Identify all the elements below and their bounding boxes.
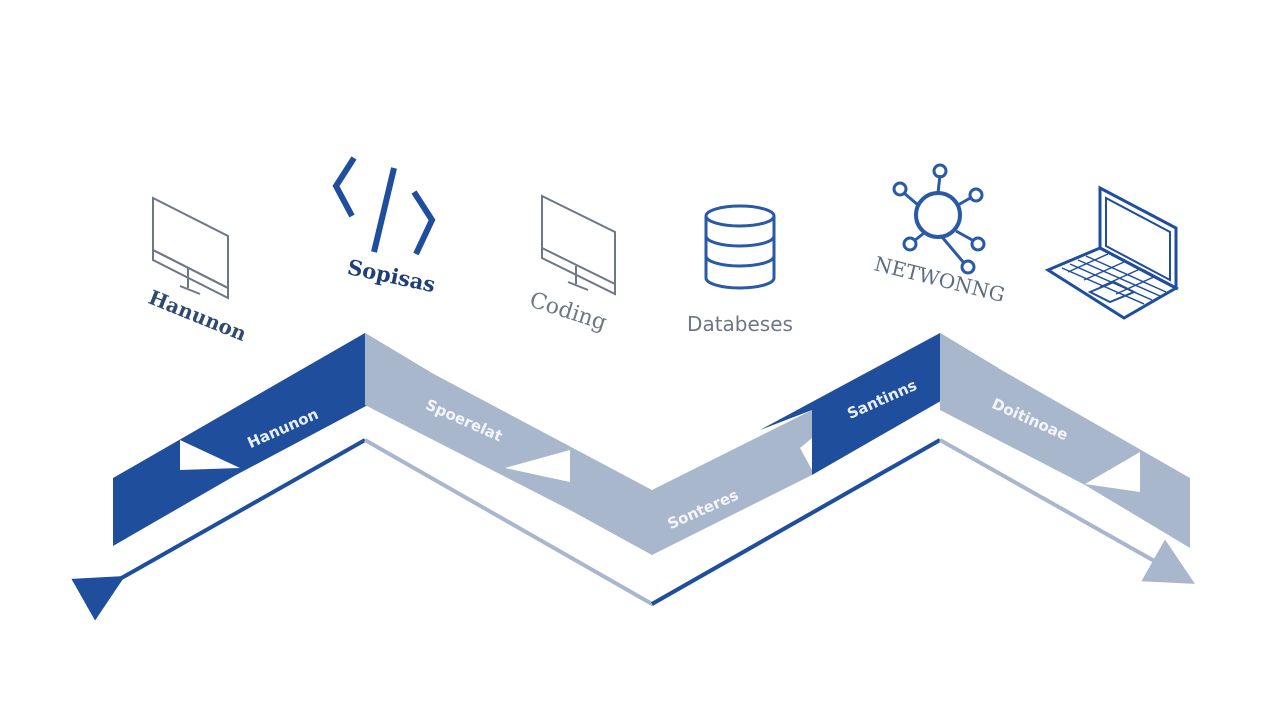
- chevron-notch: [505, 450, 570, 482]
- flow-line-right: [939, 438, 1195, 584]
- band-segment-3: [652, 410, 812, 555]
- laptop-icon: [1044, 185, 1180, 320]
- monitor-icon: [152, 196, 229, 300]
- database-icon: [704, 204, 776, 290]
- icon-label-4: Databeses: [687, 312, 793, 336]
- chevron-notch: [180, 440, 240, 470]
- code-icon: [332, 156, 436, 256]
- monitor-icon: [541, 194, 616, 296]
- network-icon: [892, 163, 986, 275]
- band-segment-2: [365, 333, 652, 555]
- band-segment-4: [760, 333, 998, 475]
- zigzag-band: [113, 333, 1190, 555]
- icon-label-2: Sopisas: [345, 254, 437, 297]
- chevron-notch: [800, 438, 812, 470]
- band-segment-1: [113, 333, 430, 546]
- flow-lines: [71, 438, 1195, 621]
- icon-label-3: Coding: [526, 288, 609, 336]
- flow-line-middle-blue: [651, 438, 941, 606]
- icon-label-5: NETWONNG: [872, 251, 1007, 307]
- flow-line-left: [71, 438, 366, 621]
- band-segment-5: [940, 333, 1190, 548]
- chevron-notch: [1085, 452, 1140, 492]
